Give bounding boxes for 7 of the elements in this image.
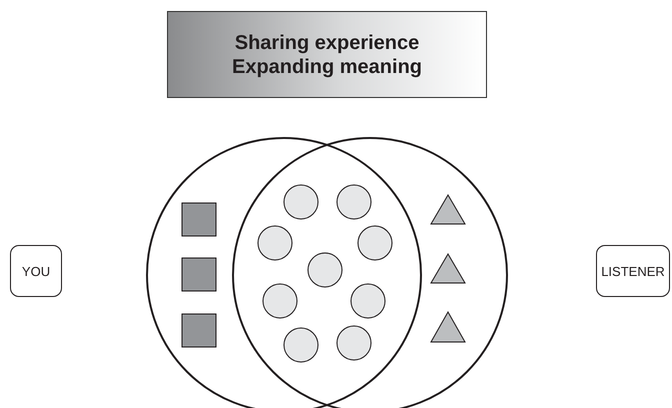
heading-text: Sharing experience: [234, 30, 420, 54]
title-box: [167, 11, 487, 98]
node-label: YOU: [22, 264, 50, 278]
participant-box: [10, 245, 62, 297]
heading-text: Expanding meaning: [232, 54, 422, 78]
participant-box: [596, 245, 670, 297]
node-label: LISTENER: [601, 264, 665, 278]
